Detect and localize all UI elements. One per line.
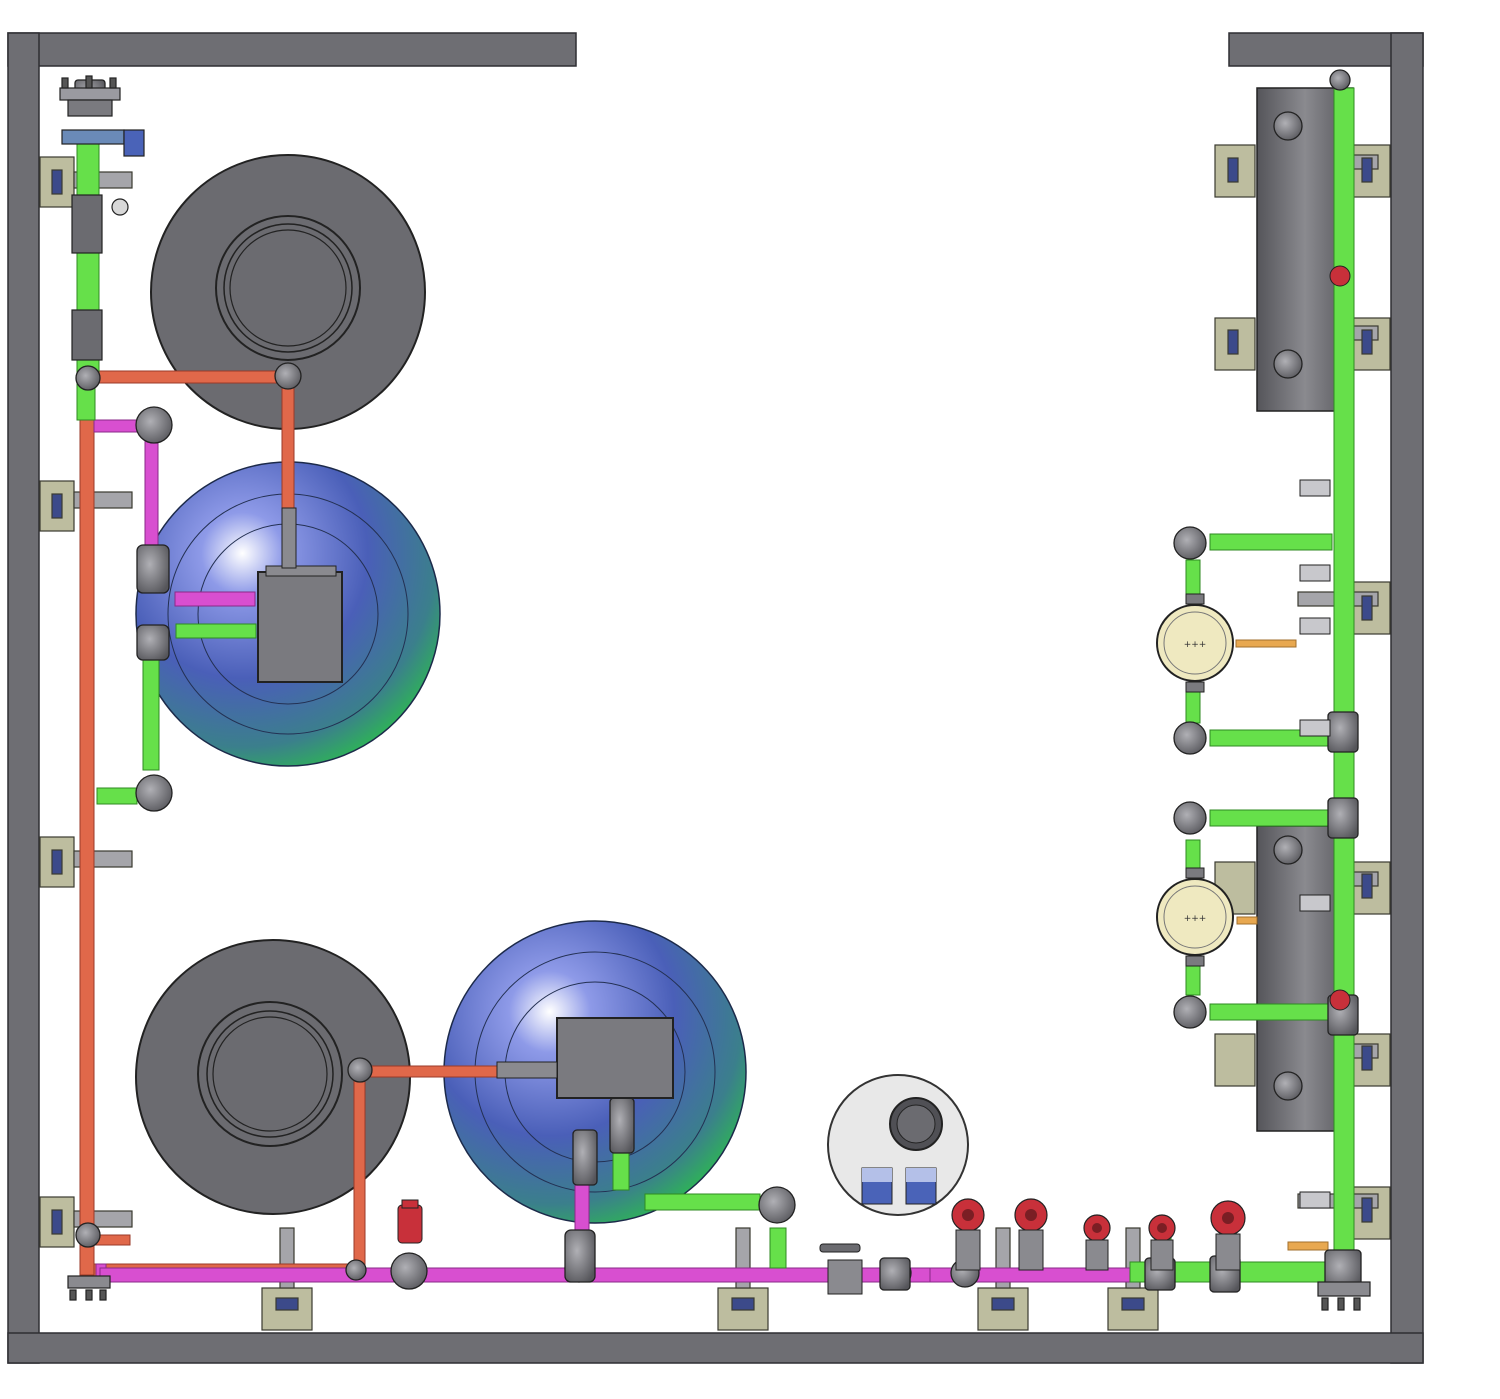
elbow-15 [1173,526,1207,560]
elbow-21 [75,1222,101,1248]
pump-lower-left [390,1252,428,1290]
expansion-lines [1235,639,1329,1251]
elbow-12 [1273,111,1303,141]
coupling-5 [572,1129,598,1186]
elbow-18 [1173,995,1207,1029]
coupling-1 [136,544,170,594]
elbow-3 [135,406,173,444]
bracket-right-5 [1214,1033,1391,1087]
zone-valve-2 [1014,1198,1048,1271]
zone-valve-4 [1148,1214,1176,1271]
flange-bottom-left [67,1275,111,1301]
elbow-4 [135,774,173,812]
elbow-20 [1273,1071,1303,1101]
header-tank [819,1074,969,1295]
gauge-lower-label: +++ [1184,914,1207,924]
elbow-13 [1273,349,1303,379]
frame-right-post [1390,32,1424,1364]
control-box-upper [257,507,343,683]
coupling-10 [1327,797,1359,839]
elbow-8 [758,1186,796,1224]
coupling-2 [136,624,170,661]
elbow-16 [1173,721,1207,755]
gauge-upper-label: +++ [1184,640,1207,650]
cold-right-riser [1333,87,1355,1264]
frame-left-post [7,32,40,1364]
return-pipes [93,419,1141,1287]
manifold-gauge-lower: +++ [1156,867,1234,967]
storage-tank-lower [135,939,411,1215]
bracket-right-3 [1297,581,1391,635]
hot-left-riser [79,377,95,1276]
manifold-gauge-upper: +++ [1156,593,1234,693]
right-valves [1329,265,1351,1011]
elbow-5 [347,1057,373,1083]
coupling-6 [879,1257,911,1291]
coupling-3 [564,1229,596,1283]
elbow-1 [75,365,101,391]
flange-top-left [59,75,145,361]
elbow-6 [345,1259,367,1281]
frame-top-left-beam [7,32,577,67]
frame [7,32,1424,1364]
control-box-lower [496,1017,674,1099]
instrument-taps [1299,479,1331,1209]
zone-valves [397,265,1351,1271]
zone-valve-1 [951,1198,985,1271]
air-vent-red [397,1199,423,1244]
bracket-left-2 [39,480,133,532]
elbow-19 [1273,835,1303,865]
elbow-17 [1173,801,1207,835]
coupling-9 [1327,711,1359,753]
coupling-4 [609,1097,635,1154]
zone-valve-5 [1210,1200,1246,1271]
flange-bottom-right [1317,1281,1371,1311]
elbow-2 [274,362,302,390]
hot-supply-pipes [79,370,498,1277]
zone-valve-3 [1083,1214,1111,1271]
frame-bottom-beam [7,1332,1424,1364]
elbow-14 [1329,69,1351,91]
